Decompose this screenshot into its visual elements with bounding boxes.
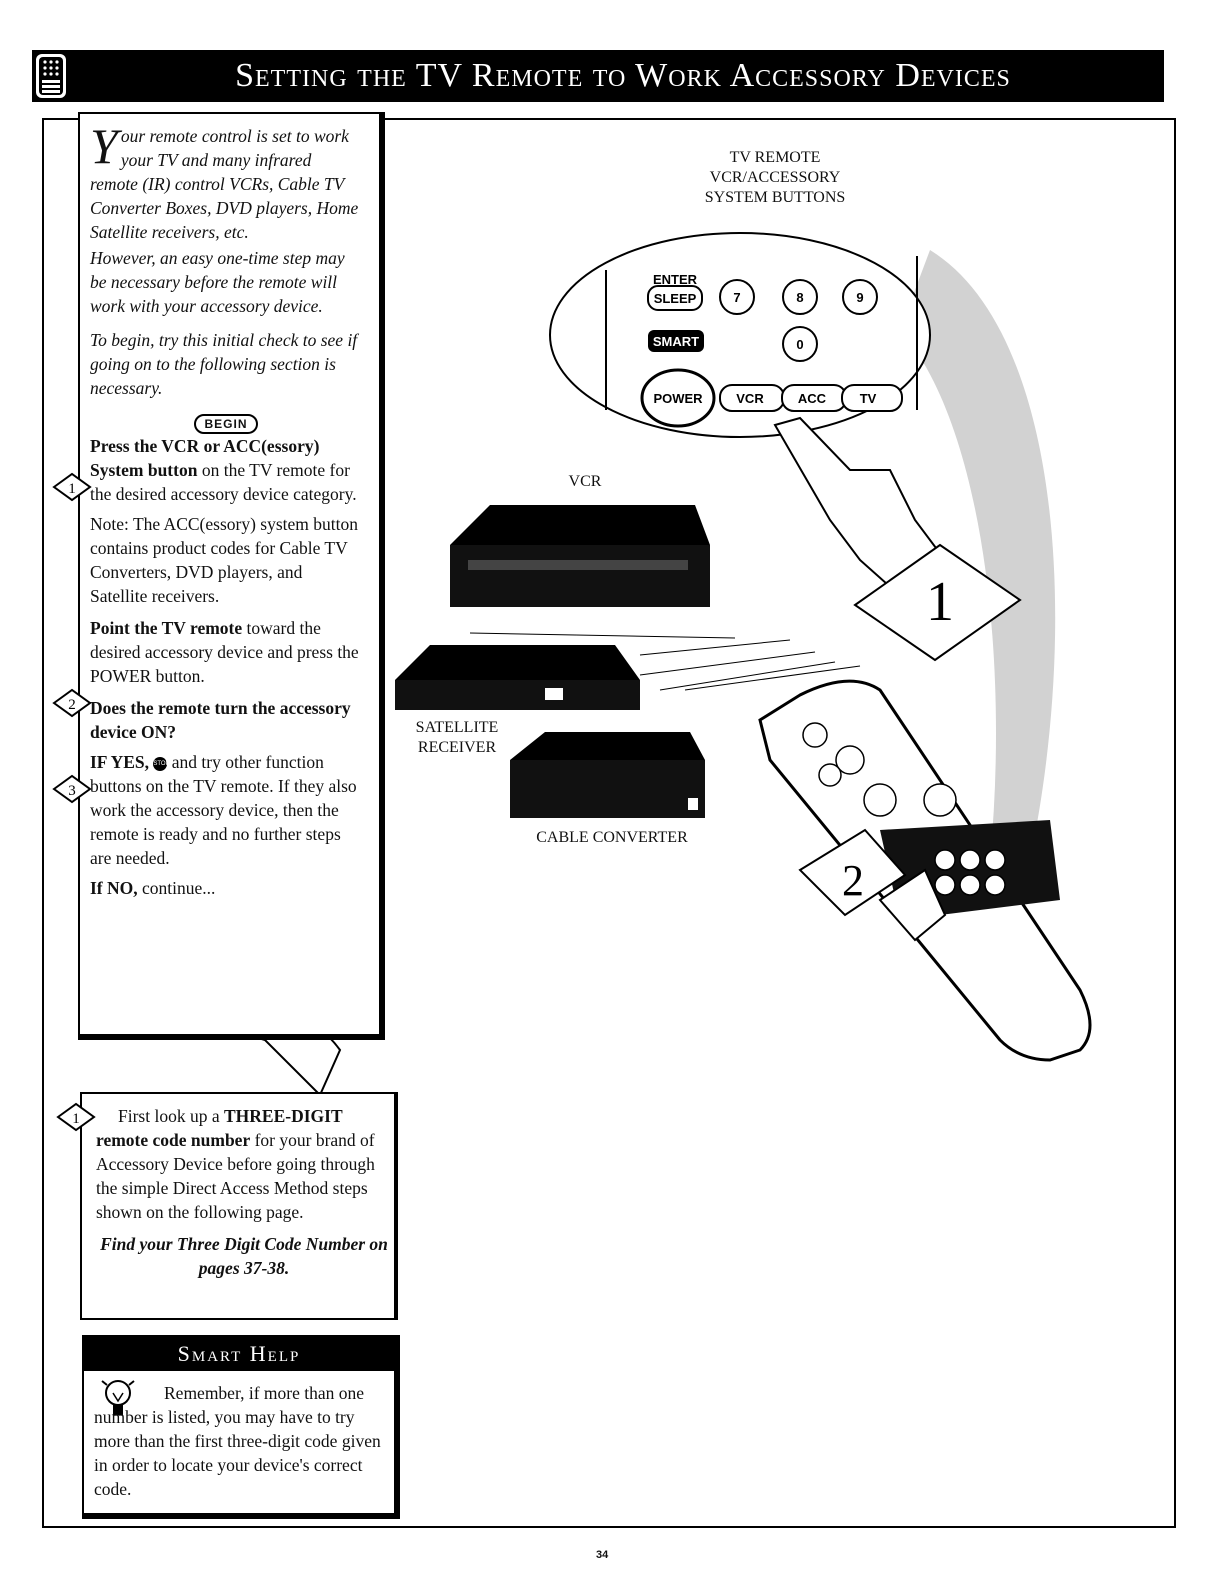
smart-help-title: Smart Help xyxy=(84,1337,394,1371)
step-1-diamond-label: 1 xyxy=(926,571,954,633)
digit-7-illustration xyxy=(719,279,755,315)
no-text: continue... xyxy=(137,878,216,898)
smart-help-box: Smart Help Remember, if more than one nu… xyxy=(82,1335,400,1519)
digit-0-label: 0 xyxy=(796,337,803,352)
smart-label: SMART xyxy=(653,334,699,349)
vcr-label-text: VCR xyxy=(568,473,602,490)
begin-badge: BEGIN xyxy=(90,410,362,434)
yes-text: and try other function buttons on the TV… xyxy=(90,752,357,868)
digit-7-label: 7 xyxy=(733,290,740,305)
step-2-marker: 2 xyxy=(52,688,92,718)
digit-9-illustration xyxy=(842,279,878,315)
sleep-label: SLEEP xyxy=(654,291,697,306)
page-number: 34 xyxy=(596,1549,609,1561)
step-2-text: toward the desired accessory device and … xyxy=(90,618,359,686)
lightbulb-icon xyxy=(101,1380,135,1415)
step-1-marker: 1 xyxy=(52,472,92,502)
page-header: Setting the TV Remote to Work Accessory … xyxy=(32,50,1164,102)
cable-converter-label-text: CABLE CONVERTER xyxy=(536,829,688,846)
step-2: Point the TV remote toward the desired a… xyxy=(90,616,362,688)
acc-label: ACC xyxy=(798,391,827,406)
find-code-note: Find your Three Digit Code Number on pag… xyxy=(100,1234,388,1278)
callout-line-1: TV REMOTE xyxy=(729,149,821,166)
power-label: POWER xyxy=(653,391,703,406)
step-1-text: on the TV remote for the desired accesso… xyxy=(90,460,357,504)
callout-line-2: VCR/ACCESSORY xyxy=(709,169,841,186)
box2-text-1: First look up a xyxy=(118,1106,224,1126)
step-2-bold: Point the TV remote xyxy=(90,618,243,638)
callout-line-3: SYSTEM BUTTONS xyxy=(704,189,846,206)
digit-9-label: 9 xyxy=(856,290,863,305)
pressing-hand-icon xyxy=(878,868,947,942)
satellite-line-1: SATELLITE xyxy=(415,719,499,736)
vcr-device-icon xyxy=(450,505,710,545)
drop-cap: Y xyxy=(90,118,118,174)
vcr-label: VCR xyxy=(736,391,764,406)
satellite-line-2: RECEIVER xyxy=(417,739,497,756)
satellite-receiver-icon xyxy=(395,645,640,680)
smart-help-body: Remember, if more than one number is lis… xyxy=(94,1383,381,1499)
box2-step-number: 1 xyxy=(72,1111,80,1127)
remote-icon xyxy=(32,50,70,102)
page-title: Setting the TV Remote to Work Accessory … xyxy=(235,57,1011,94)
digit-0-illustration xyxy=(782,326,818,362)
sleep-button-illustration xyxy=(647,285,703,311)
cable-converter-icon xyxy=(510,732,705,760)
box2-bold: THREE-DIGIT remote code number xyxy=(96,1106,343,1150)
step-2-diamond-label: 2 xyxy=(842,856,864,905)
step-1-number: 1 xyxy=(68,481,76,497)
intro-paragraph-2: However, an easy one-time step may be ne… xyxy=(90,248,345,316)
step-1-bold: Press the VCR or ACC(essory) System butt… xyxy=(90,436,320,480)
callout-label: TV REMOTE VCR/ACCESSORY SYSTEM BUTTONS xyxy=(680,148,870,208)
step-2-diamond xyxy=(798,828,907,917)
code-lookup-box: First look up a THREE-DIGIT remote code … xyxy=(80,1092,398,1320)
content-frame xyxy=(42,118,1176,1528)
pointing-hand-icon xyxy=(773,416,947,602)
step-3: Does the remote turn the accessory devic… xyxy=(90,696,362,900)
digit-8-label: 8 xyxy=(796,290,803,305)
enter-label: ENTER xyxy=(653,272,698,287)
digit-8-illustration xyxy=(782,279,818,315)
step-2-number: 2 xyxy=(68,697,76,713)
satellite-label-text: SATELLITE RECEIVER xyxy=(402,718,512,758)
box2-text-2: for your brand of Accessory Device befor… xyxy=(96,1130,375,1222)
smart-button-illustration xyxy=(648,330,704,352)
stop-icon: STOP xyxy=(153,756,170,771)
step-1-note: Note: The ACC(essory) system button cont… xyxy=(90,514,358,606)
no-label: If NO, xyxy=(90,878,138,898)
power-button-illustration xyxy=(640,368,716,428)
step-1-diamond xyxy=(853,543,1022,662)
intro-paragraph-3: To begin, try this initial check to see … xyxy=(90,330,358,398)
signal-beam xyxy=(900,250,1056,860)
intro-text-1: our remote control is set to work your T… xyxy=(90,126,359,242)
tv-button-illustration xyxy=(841,384,903,412)
step-1: Press the VCR or ACC(essory) System butt… xyxy=(90,434,362,608)
yes-label: IF YES, xyxy=(90,752,149,772)
begin-label: BEGIN xyxy=(194,414,258,434)
step-3-number: 3 xyxy=(68,783,76,799)
step-3-marker: 3 xyxy=(52,774,92,804)
smart-help-text: Remember, if more than one number is lis… xyxy=(94,1381,384,1501)
step-3-question: Does the remote turn the accessory devic… xyxy=(90,698,351,742)
tv-label: TV xyxy=(860,391,877,406)
box2-step-marker: 1 xyxy=(56,1102,96,1132)
